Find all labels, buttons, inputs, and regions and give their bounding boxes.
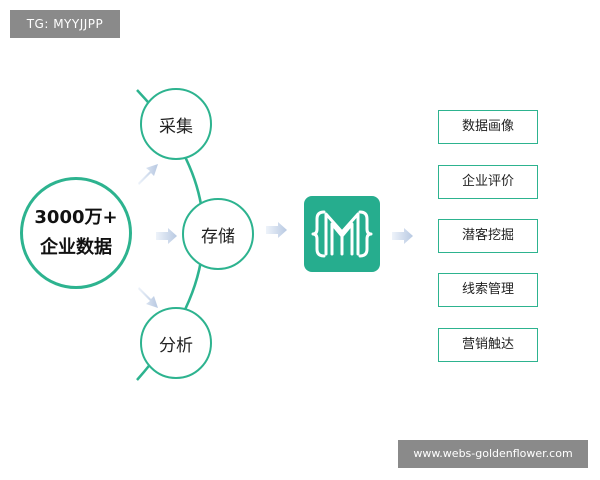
stage-store-label: 存储 [201, 226, 235, 247]
arrow-to-outputs [392, 228, 413, 244]
output-data-profile: 数据画像 [438, 110, 538, 144]
stage-collect-label: 采集 [159, 116, 193, 137]
stage-analyze-label: 分析 [159, 335, 193, 356]
source-circle: 3000万+ 企业数据 [20, 177, 132, 289]
arrow-to-analyze [138, 287, 158, 308]
tg-watermark: TG: MYYJJPP [10, 10, 120, 38]
source-line-2: 企业数据 [40, 237, 112, 258]
platform-logo-icon [304, 196, 380, 272]
stage-collect: 采集 [140, 88, 212, 160]
arrow-to-app [266, 222, 287, 238]
stage-analyze: 分析 [140, 307, 212, 379]
output-marketing-reach: 营销触达 [438, 328, 538, 362]
arrow-to-store [156, 228, 177, 244]
output-lead-management: 线索管理 [438, 273, 538, 307]
site-watermark: www.webs-goldenflower.com [398, 440, 588, 468]
source-line-1: 3000万+ [34, 207, 118, 228]
arrow-to-collect [138, 164, 158, 185]
output-company-rating: 企业评价 [438, 165, 538, 199]
stage-store: 存储 [182, 198, 254, 270]
output-lead-mining: 潜客挖掘 [438, 219, 538, 253]
